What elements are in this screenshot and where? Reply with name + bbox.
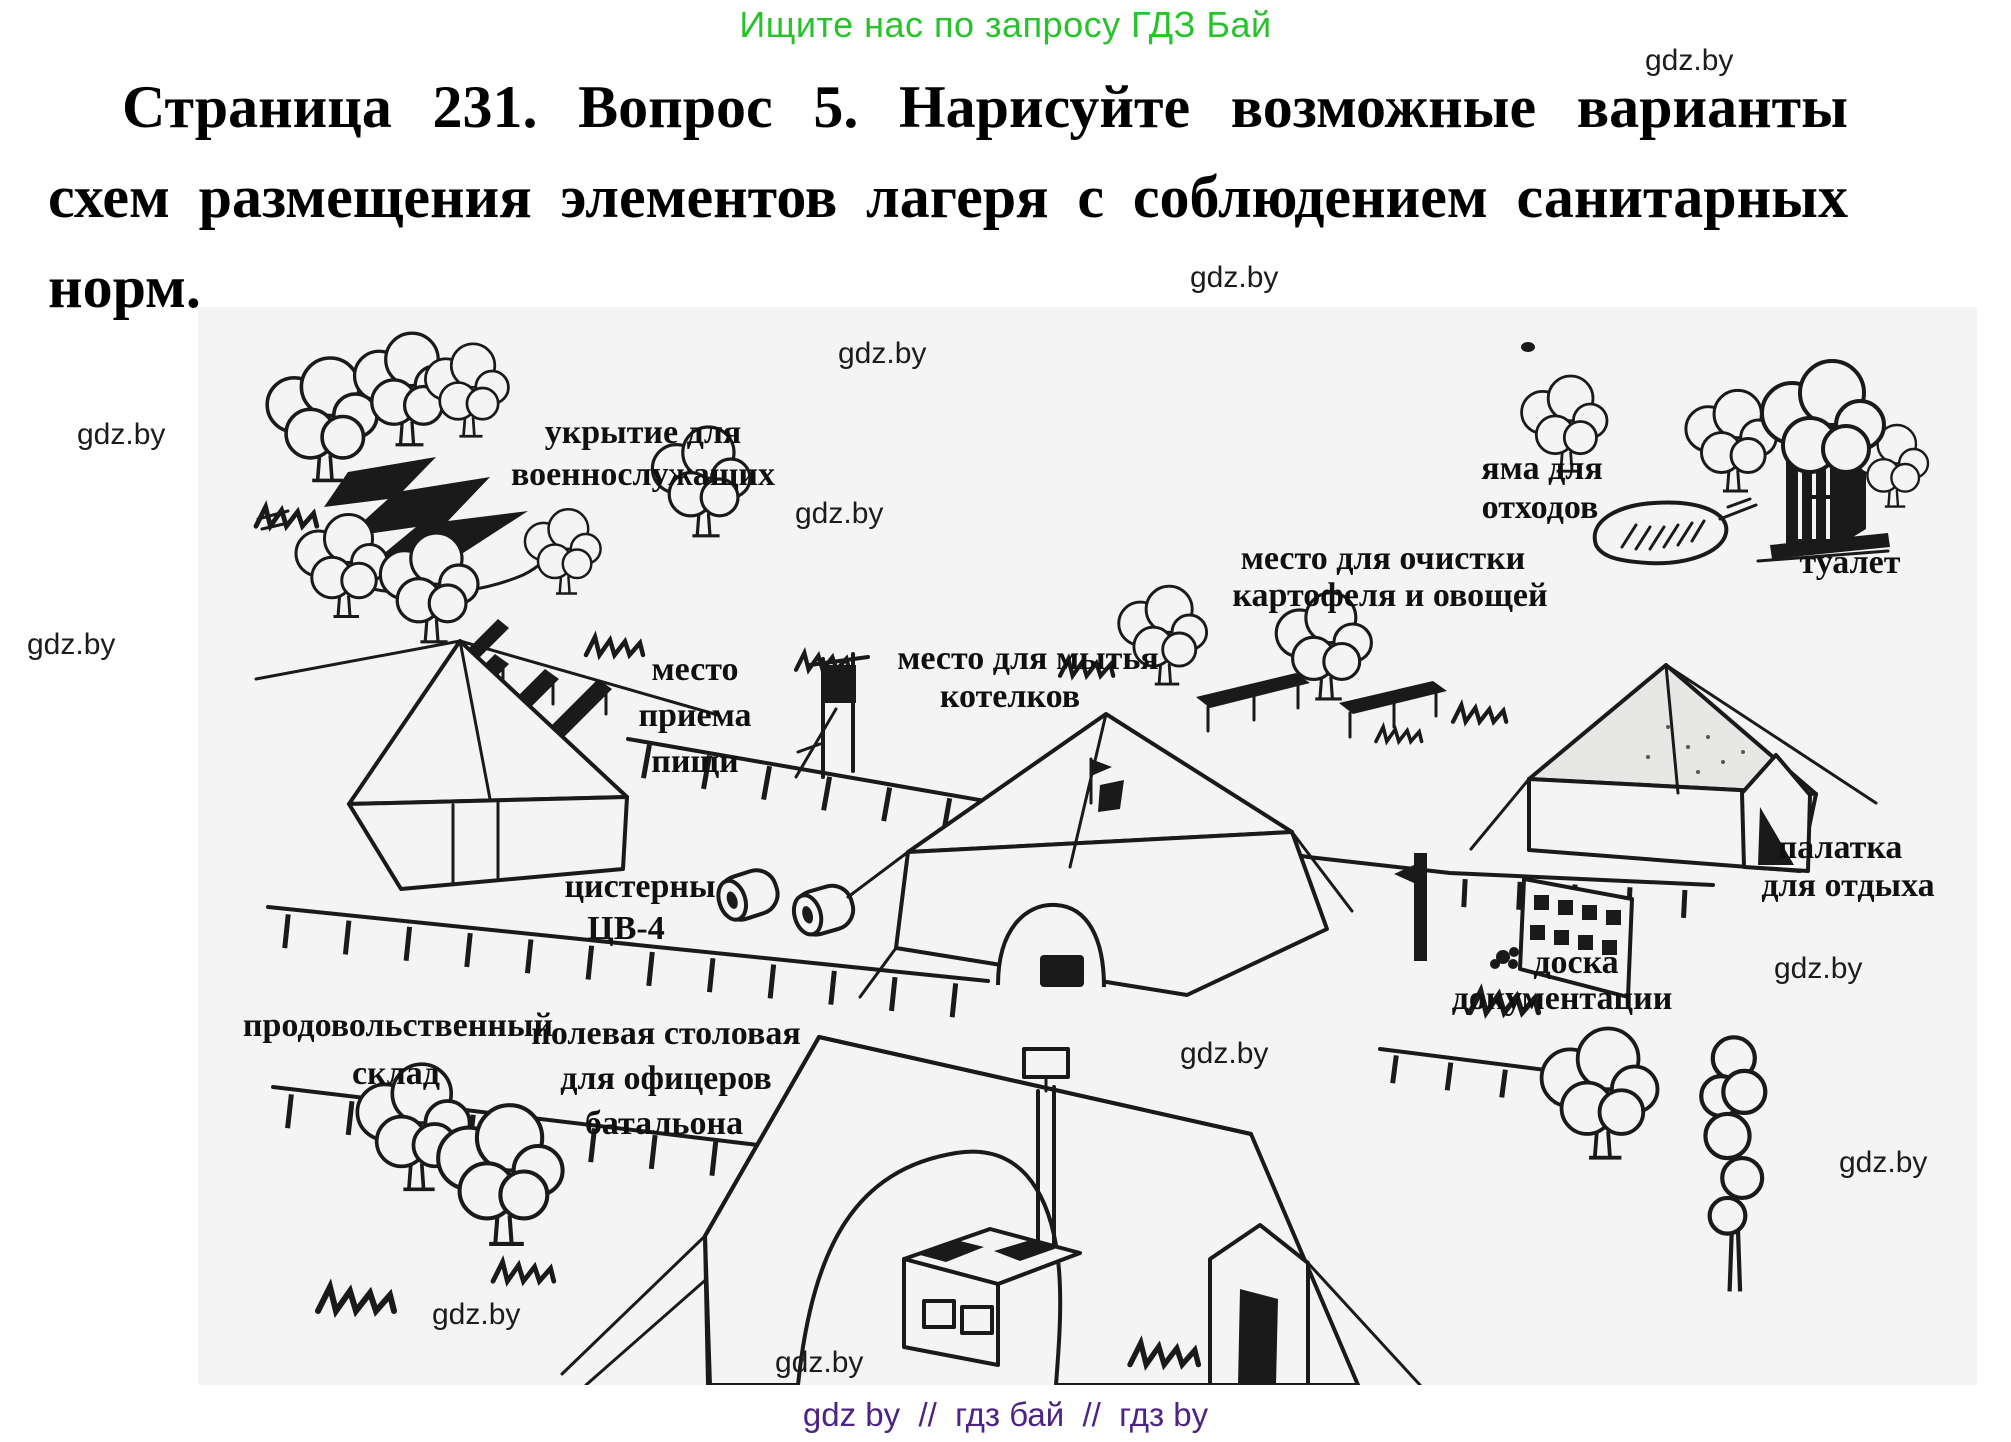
svg-text:доска: доска <box>1533 944 1618 981</box>
svg-text:пищи: пищи <box>651 743 738 780</box>
flower-scribble <box>1490 947 1519 969</box>
svg-text:полевая столовая: полевая столовая <box>531 1015 800 1052</box>
watermark-left-margin-1: gdz.by <box>77 418 166 451</box>
canteen-annex <box>1208 1223 1422 1385</box>
heading-line-2: схем размещения элементов лагеря с соблю… <box>48 164 1848 230</box>
watermark-diagram-1: gdz.by <box>838 337 927 370</box>
watermark-diagram-4: gdz.by <box>1180 1037 1269 1070</box>
svg-text:военнослужащих: военнослужащих <box>511 456 775 493</box>
label-eating-place: место приема пищи <box>638 651 751 780</box>
watermark-top-right: gdz.by <box>1645 44 1734 77</box>
ink-speck <box>1521 342 1535 352</box>
heading-line-3: норм. <box>48 254 201 320</box>
svg-text:место для очистки: место для очистки <box>1241 540 1526 577</box>
svg-text:место: место <box>651 651 738 688</box>
svg-text:котелков: котелков <box>940 678 1080 715</box>
svg-text:склад: склад <box>352 1055 440 1092</box>
svg-text:палатка: палатка <box>1778 829 1903 866</box>
watermark-diagram-2: gdz.by <box>795 497 884 530</box>
label-waste-pit: яма для отходов <box>1481 450 1603 526</box>
label-cisterns: цистерны ЦВ-4 <box>564 868 715 947</box>
svg-text:продовольственный: продовольственный <box>243 1007 553 1044</box>
fence-upper-left <box>266 905 990 1020</box>
tent-rest <box>1469 663 1878 873</box>
footer-keywords: gdz by // гдз бай // гдз by <box>802 1396 1209 1433</box>
label-vegetable-cleaning: место для очистки картофеля и овощей <box>1232 540 1547 614</box>
documentation-board <box>1394 853 1634 999</box>
camp-layout-diagram: укрытие для военнослужащих место приема … <box>198 307 1977 1385</box>
tent-emblem <box>1089 757 1124 812</box>
label-documentation-board: доска документации <box>1452 944 1673 1017</box>
svg-text:приема: приема <box>638 697 751 734</box>
tent-central <box>846 712 1354 999</box>
cleaning-area-bench <box>1196 673 1310 733</box>
svg-text:укрытие для: укрытие для <box>545 414 742 451</box>
label-shelter: укрытие для военнослужащих <box>511 414 775 493</box>
field-kitchen-stove <box>902 1047 1082 1367</box>
svg-text:место для мытья: место для мытья <box>897 640 1158 677</box>
svg-text:для офицеров: для офицеров <box>560 1060 771 1097</box>
svg-text:документации: документации <box>1452 980 1673 1017</box>
watermark-left-margin-2: gdz.by <box>27 628 116 661</box>
watermark-diagram-6: gdz.by <box>432 1298 521 1331</box>
top-banner-text: Ищите нас по запросу ГДЗ Бай <box>739 4 1272 45</box>
pot-washing-stand <box>794 652 870 779</box>
watermark-diagram-3: gdz.by <box>1774 952 1863 985</box>
heading-line-1: Страница 231. Вопрос 5. Нарисуйте возмож… <box>122 74 1848 140</box>
svg-text:ЦВ-4: ЦВ-4 <box>587 910 664 947</box>
svg-text:батальона: батальона <box>585 1105 743 1142</box>
tent-field-canteen <box>560 1035 1422 1385</box>
svg-text:картофеля и овощей: картофеля и овощей <box>1232 577 1547 614</box>
diagram-canvas: укрытие для военнослужащих место приема … <box>243 331 1935 1385</box>
svg-text:для отдыха: для отдыха <box>1761 867 1934 904</box>
label-food-warehouse: продовольственный склад <box>243 1007 553 1092</box>
cisterns-drawing <box>716 868 856 937</box>
watermark-above-box: gdz.by <box>1190 261 1279 294</box>
label-field-canteen: полевая столовая для офицеров батальона <box>531 1015 800 1142</box>
svg-text:цистерны: цистерны <box>564 868 715 905</box>
watermark-diagram-5: gdz.by <box>1839 1146 1928 1179</box>
waste-pit-drawing <box>1592 497 1758 566</box>
svg-text:отходов: отходов <box>1482 489 1599 526</box>
label-pot-washing: место для мытья котелков <box>897 640 1158 715</box>
label-toilet: туалет <box>1800 544 1901 581</box>
watermark-diagram-7: gdz.by <box>775 1346 864 1379</box>
svg-text:яма для: яма для <box>1481 450 1603 487</box>
label-rest-tent: палатка для отдыха <box>1761 829 1934 904</box>
tent-food-warehouse <box>254 639 720 891</box>
page-heading: Страница 231. Вопрос 5. Нарисуйте возмож… <box>48 62 1848 332</box>
cleaning-area-bench-2 <box>1339 681 1447 739</box>
